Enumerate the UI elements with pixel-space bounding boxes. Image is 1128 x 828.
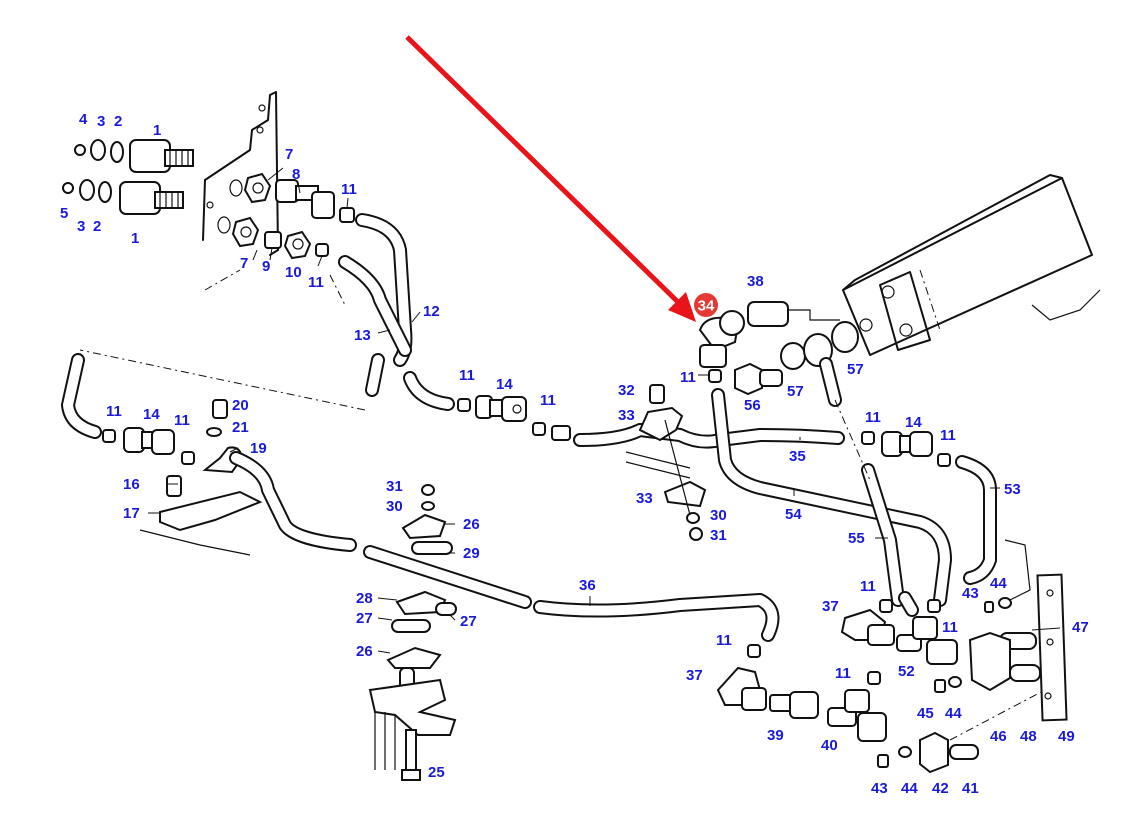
callout-label[interactable]: 7: [240, 255, 248, 272]
clamp-stack-center: [368, 484, 457, 781]
clamps-right: [877, 539, 1068, 774]
callout-label[interactable]: 11: [940, 427, 956, 444]
callout-label[interactable]: 16: [123, 476, 140, 493]
callout-label[interactable]: 44: [945, 705, 962, 722]
hose-36: [363, 545, 780, 642]
callout-label[interactable]: 11: [942, 619, 958, 636]
callout-label[interactable]: 20: [232, 397, 249, 414]
callout-label[interactable]: 12: [423, 303, 440, 320]
callout-label[interactable]: 3: [77, 218, 85, 235]
callout-label[interactable]: 11: [540, 392, 556, 409]
callout-label[interactable]: 28: [356, 590, 373, 607]
callout-label[interactable]: 47: [1072, 619, 1089, 636]
callout-label[interactable]: 17: [123, 505, 140, 522]
callout-label[interactable]: 4: [79, 111, 88, 128]
callout-label[interactable]: 37: [686, 667, 703, 684]
callout-label[interactable]: 11: [106, 403, 122, 420]
hose-center-upper: [403, 371, 845, 449]
callout-labels: 4 3 2 1 5 3 2 1 7 8 11 7 9 10 11 12 13 1…: [60, 111, 1089, 797]
callout-label[interactable]: 55: [848, 530, 865, 547]
callout-label[interactable]: 25: [428, 764, 445, 781]
callout-label[interactable]: 14: [905, 414, 922, 431]
callout-label[interactable]: 52: [898, 663, 915, 680]
callout-label[interactable]: 57: [787, 383, 804, 400]
fitting-34-group: [698, 301, 859, 407]
callout-label[interactable]: 27: [356, 610, 373, 627]
callout-label[interactable]: 29: [463, 545, 480, 562]
callout-label[interactable]: 13: [354, 327, 371, 344]
callout-label[interactable]: 21: [232, 419, 249, 436]
callout-label[interactable]: 11: [680, 369, 696, 386]
mounting-plate: [202, 91, 279, 256]
callout-label[interactable]: 57: [847, 361, 864, 378]
callout-label[interactable]: 9: [262, 258, 270, 275]
control-valve-block: [842, 174, 1101, 356]
callout-label[interactable]: 19: [250, 440, 267, 457]
callout-label[interactable]: 33: [636, 490, 653, 507]
callout-label[interactable]: 11: [308, 274, 324, 291]
fittings-lower-right: [716, 599, 958, 742]
pressure-switch-lower: [62, 179, 184, 215]
badge-label: 34: [698, 298, 715, 315]
callout-label[interactable]: 26: [356, 643, 373, 660]
pressure-switch-upper: [74, 139, 194, 173]
callout-label[interactable]: 49: [1058, 728, 1075, 745]
callout-label[interactable]: 11: [835, 665, 851, 682]
callout-label[interactable]: 31: [386, 478, 403, 495]
hose-left: [61, 353, 357, 556]
callout-label[interactable]: 37: [822, 598, 839, 615]
callout-label[interactable]: 42: [932, 780, 949, 797]
callout-label[interactable]: 38: [747, 273, 764, 290]
callout-label[interactable]: 30: [386, 498, 403, 515]
callout-label[interactable]: 44: [901, 780, 918, 797]
callout-label[interactable]: 3: [97, 113, 105, 130]
callout-label[interactable]: 11: [860, 578, 876, 595]
callout-label[interactable]: 5: [60, 205, 68, 222]
callout-label[interactable]: 2: [114, 113, 122, 130]
callout-label[interactable]: 7: [285, 146, 293, 163]
hose-12-13: [79, 213, 413, 411]
callout-label[interactable]: 53: [1004, 481, 1021, 498]
callout-label[interactable]: 1: [153, 122, 161, 139]
fittings-upper-left: [217, 172, 355, 260]
callout-label[interactable]: 14: [496, 376, 513, 393]
callout-label[interactable]: 10: [285, 264, 302, 281]
callout-label[interactable]: 11: [716, 632, 732, 649]
callout-label[interactable]: 27: [460, 613, 477, 630]
highlight-arrow: [405, 35, 696, 322]
callout-label[interactable]: 44: [990, 575, 1007, 592]
callout-label[interactable]: 36: [579, 577, 596, 594]
callout-label[interactable]: 48: [1020, 728, 1037, 745]
callout-label[interactable]: 14: [143, 406, 160, 423]
callout-label[interactable]: 41: [962, 780, 979, 797]
callout-label[interactable]: 26: [463, 516, 480, 533]
callout-label[interactable]: 43: [962, 585, 979, 602]
callout-label[interactable]: 11: [341, 181, 357, 198]
clamp-assembly-33: [625, 384, 707, 541]
callout-label[interactable]: 39: [767, 727, 784, 744]
callout-label[interactable]: 2: [93, 218, 101, 235]
callout-label[interactable]: 32: [618, 382, 635, 399]
callout-label[interactable]: 56: [744, 397, 761, 414]
callout-label[interactable]: 8: [292, 166, 300, 183]
callout-label[interactable]: 30: [710, 507, 727, 524]
callout-label[interactable]: 35: [789, 448, 806, 465]
highlight-badge-34[interactable]: 34: [694, 293, 718, 317]
callout-label[interactable]: 54: [785, 506, 802, 523]
callout-label[interactable]: 31: [710, 527, 727, 544]
hoses-right: [711, 388, 997, 617]
callout-label[interactable]: 40: [821, 737, 838, 754]
callout-label[interactable]: 43: [871, 780, 888, 797]
callout-label[interactable]: 11: [865, 409, 881, 426]
callout-label[interactable]: 1: [131, 230, 139, 247]
callout-label[interactable]: 45: [917, 705, 934, 722]
callout-label[interactable]: 33: [618, 407, 635, 424]
callout-label[interactable]: 11: [174, 412, 190, 429]
callout-label[interactable]: 46: [990, 728, 1007, 745]
leader-lines: [148, 167, 1061, 654]
callout-label[interactable]: 11: [459, 367, 475, 384]
